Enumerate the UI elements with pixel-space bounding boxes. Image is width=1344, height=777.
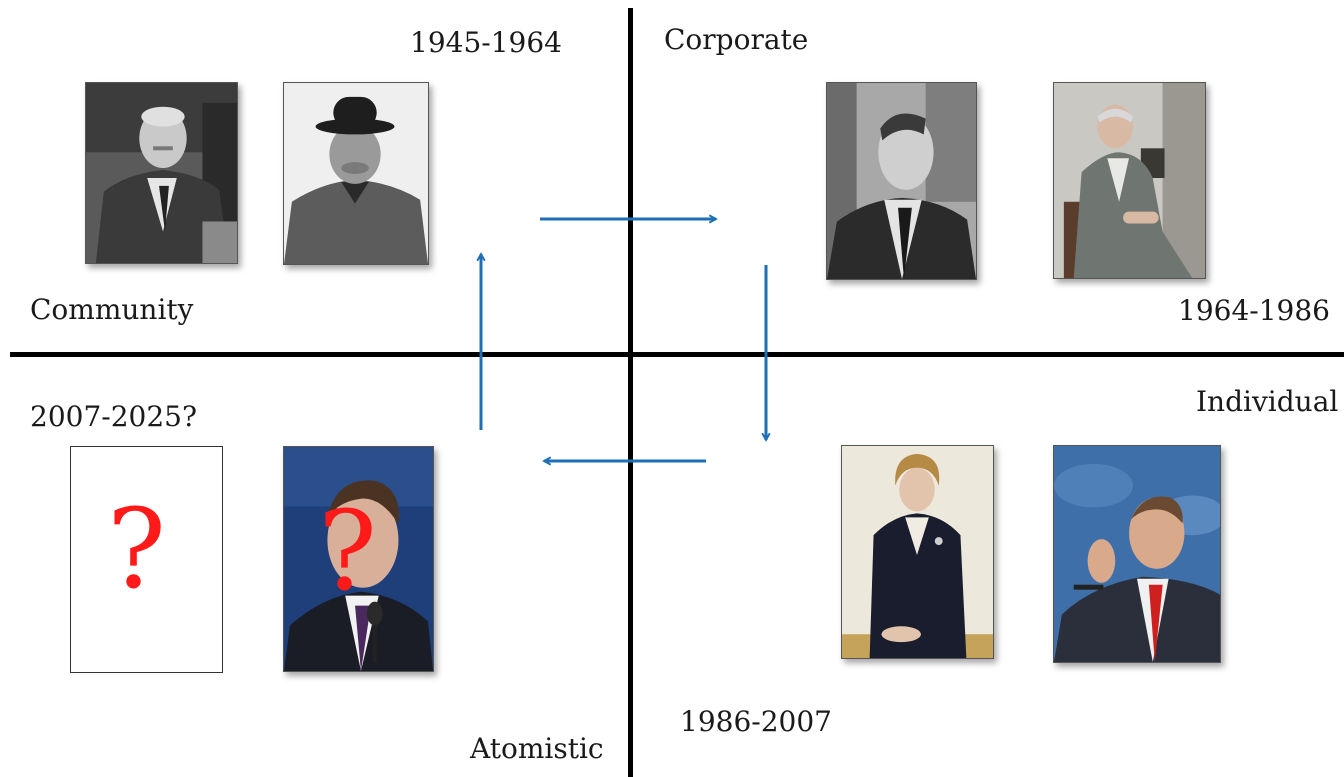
portrait-photo-7 bbox=[283, 446, 434, 672]
portrait-photo-3 bbox=[826, 82, 977, 280]
label-era-1964-1986: 1964-1986 bbox=[1178, 294, 1330, 327]
label-community: Community bbox=[30, 293, 194, 326]
portrait-photo-5 bbox=[841, 445, 994, 659]
portrait-photo-2 bbox=[283, 82, 429, 265]
label-era-2007-2025: 2007-2025? bbox=[30, 400, 197, 433]
portrait-photo-4 bbox=[1053, 82, 1206, 279]
placeholder-frame bbox=[70, 446, 223, 673]
portrait-photo-1 bbox=[85, 82, 238, 264]
label-atomistic: Atomistic bbox=[470, 732, 604, 765]
label-corporate: Corporate bbox=[664, 23, 809, 56]
label-era-1945-1964: 1945-1964 bbox=[410, 26, 562, 59]
label-era-1986-2007: 1986-2007 bbox=[680, 705, 832, 738]
vertical-axis bbox=[628, 8, 633, 777]
label-individual: Individual bbox=[1196, 385, 1339, 418]
horizontal-axis bbox=[10, 352, 1344, 357]
portrait-photo-6 bbox=[1053, 445, 1221, 663]
